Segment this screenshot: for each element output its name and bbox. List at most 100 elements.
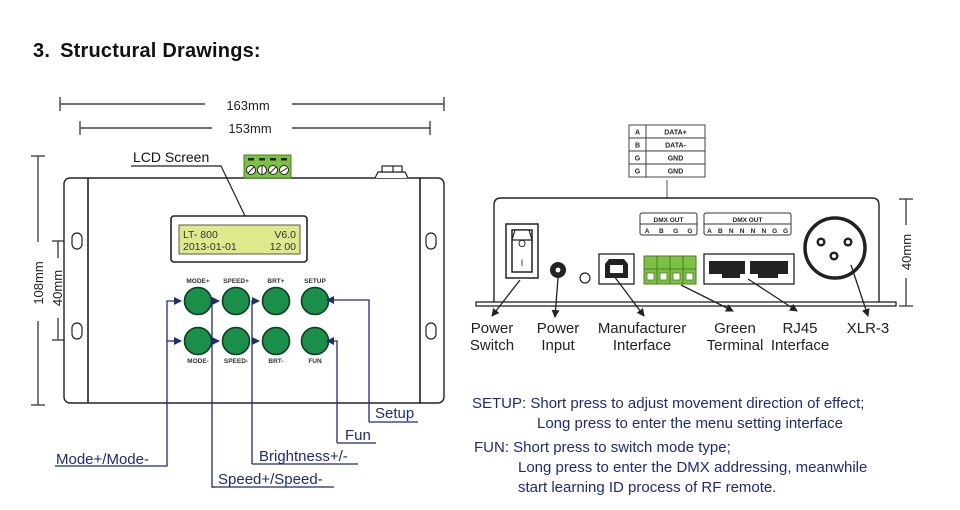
dmx-out-pin: N — [729, 228, 734, 235]
mount-slot — [425, 322, 437, 340]
rj45-ports — [703, 253, 795, 285]
button-speed-plus-label: SPEED+ — [223, 278, 249, 285]
button-brt-plus-label: BRT+ — [267, 278, 284, 285]
button-speed-plus[interactable]: SPEED+ — [221, 278, 251, 316]
pinout-pin: A — [635, 130, 640, 137]
mount-slot — [425, 232, 437, 250]
power-switch: O I — [505, 223, 539, 279]
lcd-callout-line — [131, 165, 247, 219]
speed-callout-label: Speed+/Speed- — [218, 471, 323, 488]
mode-callout-label: Mode+/Mode- — [56, 451, 149, 468]
button-setup-cap[interactable] — [300, 286, 330, 316]
pinout-pin: G — [635, 169, 641, 176]
button-speed-minus-cap[interactable] — [221, 326, 251, 356]
button-mode-plus-label: MODE+ — [186, 278, 210, 285]
button-panel: MODE+ SPEED+ BRT+ SETUP MODE- SPEED- BRT- FUN — [183, 278, 330, 366]
callout-lines — [55, 296, 418, 488]
pinout-signal: DATA- — [665, 143, 686, 150]
dimension-40mm-front — [52, 240, 64, 341]
button-setup-label: SETUP — [304, 278, 326, 285]
pinout-signal: GND — [668, 156, 684, 163]
rear-label-line2: Input — [541, 337, 575, 354]
rear-label-line2: Interface — [771, 337, 829, 354]
rear-label-line1: Manufacturer — [598, 320, 686, 337]
rear-labels: PowerSwitchPowerInputManufacturerInterfa… — [470, 320, 889, 354]
setup-description: SETUP: Short press to adjust movement di… — [472, 394, 864, 434]
rear-label-line1: RJ45 — [782, 320, 817, 337]
rear-label-line1: XLR-3 — [847, 320, 890, 337]
brightness-callout-line — [251, 297, 260, 464]
lcd-line1-right: V6.0 — [274, 229, 296, 241]
green-terminal-block — [643, 255, 697, 285]
power-input-jack — [550, 262, 566, 278]
pinout-row: G GND — [628, 163, 706, 178]
dmx-out-pin: N — [761, 228, 766, 235]
dmx-out-title: DMX OUT — [654, 217, 684, 224]
dmx-out-pin: B — [718, 228, 723, 235]
setup-line2: Long press to enter the menu setting int… — [537, 415, 844, 432]
dmx-out-pin: G — [673, 228, 678, 235]
dmx-out-pin: N — [751, 228, 756, 235]
button-brt-plus-cap[interactable] — [261, 286, 291, 316]
button-fun-cap[interactable] — [300, 326, 330, 356]
setup-line1: Short press to adjust movement direction… — [530, 395, 865, 412]
button-brt-minus-cap[interactable] — [261, 326, 291, 356]
button-mode-minus[interactable]: MODE- — [183, 326, 213, 366]
lcd-line2-left: 2013-01-01 — [183, 241, 237, 253]
button-brt-plus[interactable]: BRT+ — [261, 278, 291, 316]
pinout-signal: DATA+ — [664, 130, 687, 137]
mount-slot — [71, 322, 83, 340]
pinout-row: A DATA+ — [628, 124, 706, 139]
dimension-108mm-label: 108mm — [31, 261, 46, 304]
dimension-108mm — [31, 155, 45, 406]
button-brt-minus-label: BRT- — [268, 358, 283, 365]
button-brt-minus[interactable]: BRT- — [261, 326, 291, 366]
button-mode-plus[interactable]: MODE+ — [183, 278, 213, 316]
rear-label-line1: Power — [471, 320, 514, 337]
lcd-screen-callout: LCD Screen — [133, 149, 209, 165]
dmx-out-title: DMX OUT — [733, 217, 763, 224]
dmx-out-pin: G — [783, 228, 788, 235]
lcd-display — [178, 224, 301, 255]
mount-slot — [71, 232, 83, 250]
section-title: Structural Drawings: — [60, 40, 261, 62]
antenna-connector — [374, 165, 409, 179]
rear-label-line1: Power — [537, 320, 580, 337]
button-speed-plus-cap[interactable] — [221, 286, 251, 316]
dimension-153mm-label: 153mm — [228, 121, 271, 136]
setup-key: SETUP: — [472, 395, 527, 412]
indicator-led — [579, 272, 591, 284]
button-mode-minus-cap[interactable] — [183, 326, 213, 356]
dimension-40mm-rear — [899, 198, 913, 307]
dmx-out-pin: B — [659, 228, 664, 235]
rear-callout-arrows — [491, 264, 870, 318]
lcd-line2-right: 12 00 — [270, 241, 296, 253]
rear-label-line2: Switch — [470, 337, 514, 354]
fun-line3: start learning ID process of RF remote. — [518, 479, 777, 496]
dmx-out-pin: A — [707, 228, 712, 235]
button-setup[interactable]: SETUP — [300, 278, 330, 316]
dimension-153mm — [79, 121, 431, 135]
rear-label-xlr-3: XLR-3 — [847, 320, 890, 337]
dimension-40mm-rear-label: 40mm — [899, 234, 914, 270]
fun-callout-label: Fun — [345, 427, 371, 444]
button-fun-label: FUN — [308, 358, 322, 365]
pinout-signal: GND — [668, 169, 684, 176]
rear-label-line1: Green — [714, 320, 756, 337]
xlr-3-connector — [803, 216, 867, 280]
button-speed-minus[interactable]: SPEED- — [221, 326, 251, 366]
pinout-pin: G — [635, 156, 641, 163]
switch-off-glyph: O — [518, 239, 526, 250]
top-green-terminal — [243, 154, 292, 179]
button-mode-plus-cap[interactable] — [183, 286, 213, 316]
fun-key: FUN: — [474, 439, 509, 456]
